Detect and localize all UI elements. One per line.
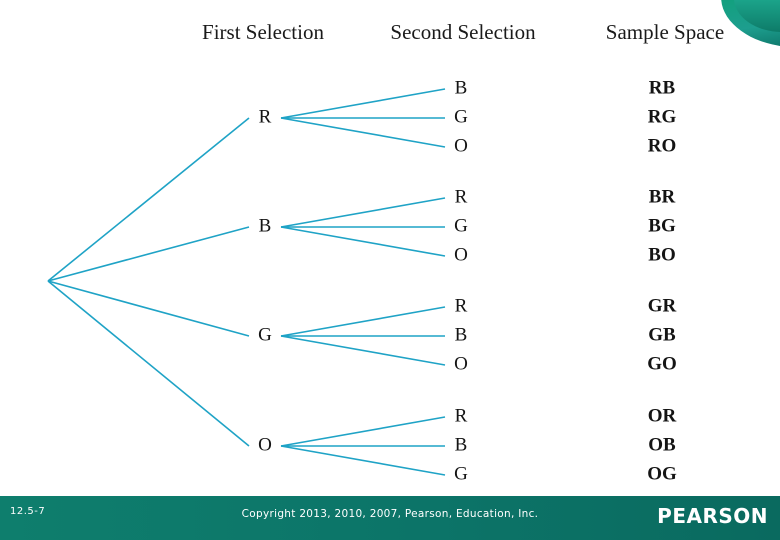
sample-space-outcome-3-2: OG [647, 463, 677, 484]
second-selection-node-1-0: R [455, 186, 468, 207]
branch-1-2 [280, 226, 446, 257]
column-headings: First Selection Second Selection Sample … [0, 20, 780, 60]
sample-space-outcome-2-0: GR [648, 295, 677, 316]
heading-second-selection: Second Selection [390, 20, 536, 44]
heading-sample-space: Sample Space [605, 20, 725, 44]
branch-2-2 [280, 335, 446, 366]
copyright-text: Copyright 2013, 2010, 2007, Pearson, Edu… [241, 508, 539, 520]
second-selection-node-1-2: O [454, 244, 468, 265]
pearson-logo: PEARSON [657, 504, 768, 528]
slide-number: 12.5-7 [10, 506, 46, 517]
sample-space-outcome-2-1: GB [648, 324, 676, 345]
branch-0-0 [280, 88, 446, 119]
sample-space-outcome-0-1: RG [648, 106, 677, 127]
second-selection-node-3-1: B [455, 434, 468, 455]
branch-3-2 [280, 445, 446, 476]
sample-space-outcome-2-2: GO [647, 353, 677, 374]
second-selection-node-2-0: R [455, 295, 468, 316]
first-selection-node-3: O [258, 434, 272, 455]
branch-0-2 [280, 117, 446, 148]
branch-root-to-b-1 [47, 226, 250, 282]
heading-first-selection: First Selection [202, 20, 324, 44]
second-selection-node-3-2: G [454, 463, 468, 484]
second-selection-node-2-1: B [455, 324, 468, 345]
sample-space-outcome-3-1: OB [648, 434, 676, 455]
footer-bar: 12.5-7 Copyright 2013, 2010, 2007, Pears… [0, 496, 780, 540]
decorative-corner-graphic [718, 0, 780, 46]
branch-root-to-o-3 [47, 280, 250, 447]
branch-3-0 [280, 416, 446, 447]
sample-space-outcome-3-0: OR [648, 405, 677, 426]
sample-space-outcome-0-2: RO [648, 135, 677, 156]
first-selection-node-0: R [259, 106, 272, 127]
sample-space-outcome-1-0: BR [649, 186, 676, 207]
second-selection-node-3-0: R [455, 405, 468, 426]
branch-root-to-g-2 [47, 280, 250, 337]
second-selection-node-0-1: G [454, 106, 468, 127]
sample-space-outcome-0-0: RB [649, 77, 676, 98]
second-selection-node-1-1: G [454, 215, 468, 236]
first-selection-node-2: G [258, 324, 272, 345]
sample-space-outcome-1-1: BG [648, 215, 676, 236]
branch-1-0 [280, 197, 446, 228]
second-selection-node-2-2: O [454, 353, 468, 374]
second-selection-node-0-0: B [455, 77, 468, 98]
second-selection-node-0-2: O [454, 135, 468, 156]
branch-2-0 [280, 306, 446, 337]
sample-space-outcome-1-2: BO [648, 244, 675, 265]
branch-root-to-r-0 [47, 117, 250, 282]
first-selection-node-1: B [259, 215, 272, 236]
